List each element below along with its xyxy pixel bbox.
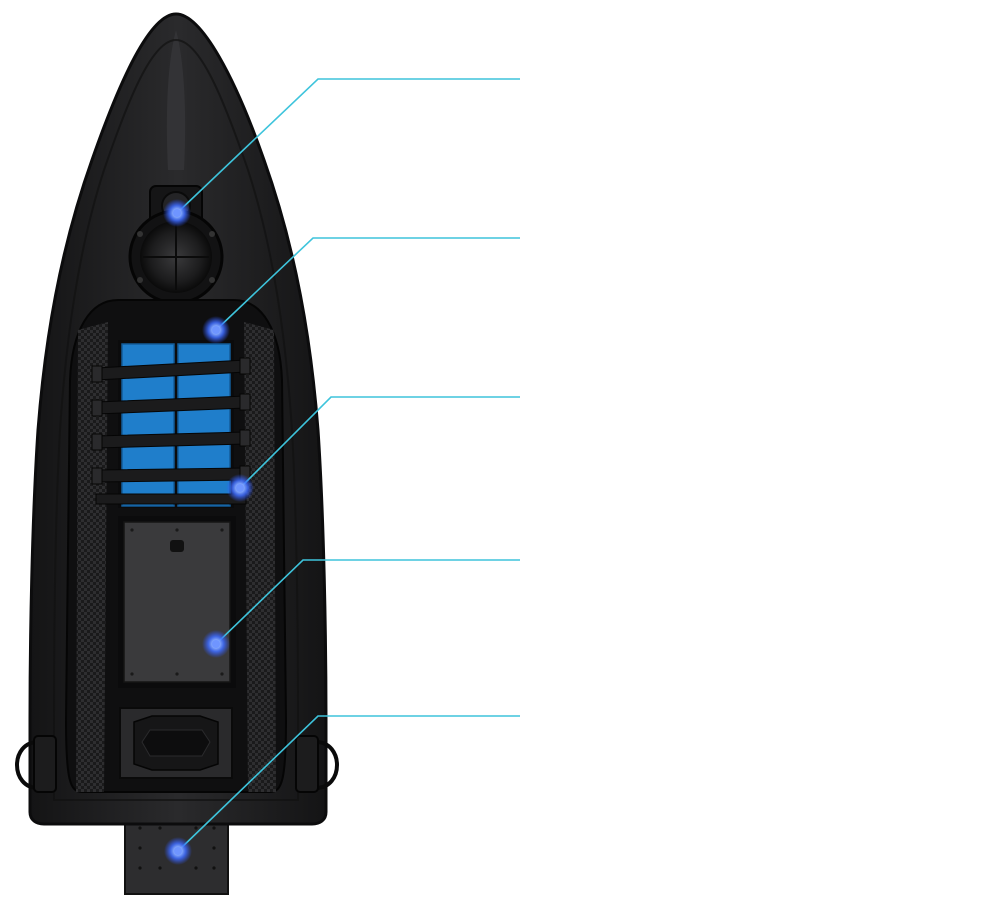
battery-bay-leader-line (215, 237, 520, 331)
aft-housing (119, 707, 233, 779)
transom-mount-leader-line (177, 715, 520, 852)
round-hatch (128, 209, 224, 305)
battery-straps-leader-line (239, 396, 520, 489)
battery-straps-hotspot-core (236, 484, 244, 492)
callout-layer (163, 78, 520, 865)
port-handle (15, 735, 57, 793)
electronics-plate (118, 516, 236, 688)
electronics-plate-leader-line (215, 559, 520, 645)
battery-bay-hotspot-core (212, 326, 220, 334)
battery-straps (91, 357, 251, 505)
sensor-hatch-leader-line (176, 78, 520, 214)
starboard-handle (295, 735, 339, 793)
transom-mount-hotspot-core (174, 847, 182, 855)
electronics-plate-hotspot-core (212, 640, 220, 648)
sensor-hatch-hotspot-core (173, 209, 181, 217)
